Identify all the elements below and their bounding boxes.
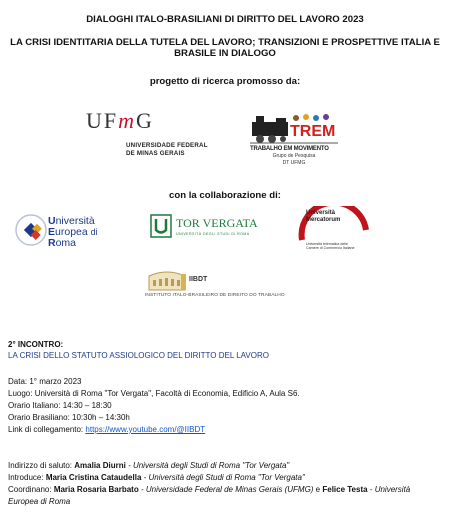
- ufmg-mark-uf: UF: [86, 108, 119, 133]
- trem-line1: TRABALHO EM MOVIMENTO: [250, 146, 329, 152]
- mercatorum-name-line1: Università: [306, 210, 336, 216]
- event-series-title: DIALOGHI ITALO-BRASILIANI DI DIRITTO DEL…: [86, 14, 364, 25]
- unieur-e: E: [48, 226, 56, 238]
- coordinator-name-2: Felice Testa: [322, 485, 368, 494]
- unieur-niversita: niversità: [55, 215, 95, 227]
- introduce-label: Introduce:: [8, 473, 46, 482]
- tor-vergata-name: TOR VERGATA: [176, 216, 258, 230]
- event-time-brazil: Orario Brasiliano: 10:30h – 14:30h: [8, 413, 130, 422]
- ufmg-mark-m: m: [118, 108, 137, 133]
- incontro-title: LA CRISI DELLO STATUTO ASSIOLOGICO DEL D…: [8, 351, 269, 360]
- iibdt-caption: INSTITUTO ITALO-BRASILEIRO DE DIREITO DO…: [145, 293, 285, 298]
- mercatorum-sub-line2: Camere di Commercio Italiane: [306, 246, 355, 251]
- research-title: LA CRISI IDENTITARIA DELLA TUTELA DEL LA…: [10, 37, 440, 59]
- universita-europea-logo: Università Europea di Roma: [14, 210, 124, 260]
- event-place: Luogo: Università di Roma "Tor Vergata",…: [8, 389, 300, 398]
- mercatorum-name-line2: Mercatorum: [306, 216, 341, 223]
- trem-wordmark: TREM: [290, 123, 335, 140]
- coordinator-affiliation-2-cont: Europea di Roma: [8, 497, 71, 506]
- introduce-affiliation: - Università degli Studi di Roma "Tor Ve…: [141, 473, 305, 482]
- incontro-label: 2° INCONTRO:: [8, 340, 64, 349]
- coordinate-label: Coordinano:: [8, 485, 54, 494]
- train-icon: TREM: [250, 114, 338, 144]
- unieur-di: di: [90, 227, 98, 237]
- trem-line3: DT UFMG: [282, 160, 306, 166]
- event-link-label: Link di collegamento:: [8, 425, 86, 434]
- youtube-link[interactable]: https://www.youtube.com/@IIBDT: [85, 425, 206, 434]
- coordinator-affiliation-1: - Universidade Federal de Minas Gerais (…: [138, 485, 314, 494]
- unieur-uropea: uropea: [55, 226, 88, 238]
- ufmg-name-line2: DE MINAS GERAIS: [126, 149, 185, 157]
- mercatorum-arc-icon: [298, 206, 369, 241]
- colosseum-icon: [148, 271, 186, 291]
- coordinate-and: e: [313, 485, 323, 494]
- collaboration-label: con la collaborazione di:: [169, 190, 281, 201]
- mercatorum-logo: Università Mercatorum Università telemat…: [288, 206, 378, 266]
- trem-logo: TREM TRABALHO EM MOVIMENTO Grupo de Pesq…: [250, 112, 338, 176]
- event-link-row: Link di collegamento: https://www.youtub…: [8, 424, 205, 435]
- unieur-u: U: [48, 215, 56, 227]
- tor-vergata-subtitle: UNIVERSITÀ DEGLI STUDI DI ROMA: [176, 232, 250, 236]
- coordinator-name-1: Maria Rosaria Barbato: [53, 485, 139, 494]
- coordinator-affiliation-2: - Università: [367, 485, 411, 494]
- event-date: Data: 1° marzo 2023: [8, 377, 82, 386]
- event-time-italy: Orario Italiano: 14:30 – 18:30: [8, 401, 112, 410]
- promoted-by-label: progetto di ricerca promosso da:: [149, 76, 301, 87]
- introduce-row: Introduce: Maria Cristina Cataudella - U…: [8, 472, 305, 483]
- mercatorum-sub-line1: Università telematica delle: [306, 242, 348, 246]
- tor-vergata-emblem-icon: [150, 214, 172, 238]
- ufmg-logo: UFmG UNIVERSIDADE FEDERAL DE MINAS GERAI…: [86, 110, 216, 164]
- trem-line2: Grupo de Pesquisa: [272, 153, 316, 159]
- saluto-row: Indirizzo di saluto: Amalia Diurni - Uni…: [8, 460, 289, 471]
- unieur-oma: oma: [55, 237, 77, 249]
- universita-europea-emblem-icon: [15, 214, 47, 246]
- ufmg-name-line1: UNIVERSIDADE FEDERAL: [126, 142, 208, 149]
- iibdt-logo: IIBDT INSTITUTO ITALO-BRASILEIRO DE DIRE…: [145, 268, 315, 304]
- introduce-name: Maria Cristina Cataudella: [45, 473, 142, 482]
- unieur-r: R: [48, 237, 56, 249]
- saluto-affiliation: - Università degli Studi di Roma "Tor Ve…: [125, 461, 290, 470]
- ufmg-mark-g: G: [136, 108, 154, 133]
- coordinate-row: Coordinano: Maria Rosaria Barbato - Univ…: [8, 484, 410, 495]
- saluto-name: Amalia Diurni: [74, 461, 126, 470]
- tor-vergata-logo: TOR VERGATA UNIVERSITÀ DEGLI STUDI DI RO…: [150, 214, 260, 244]
- saluto-label: Indirizzo di saluto:: [8, 461, 75, 470]
- iibdt-tag: IIBDT: [189, 276, 208, 283]
